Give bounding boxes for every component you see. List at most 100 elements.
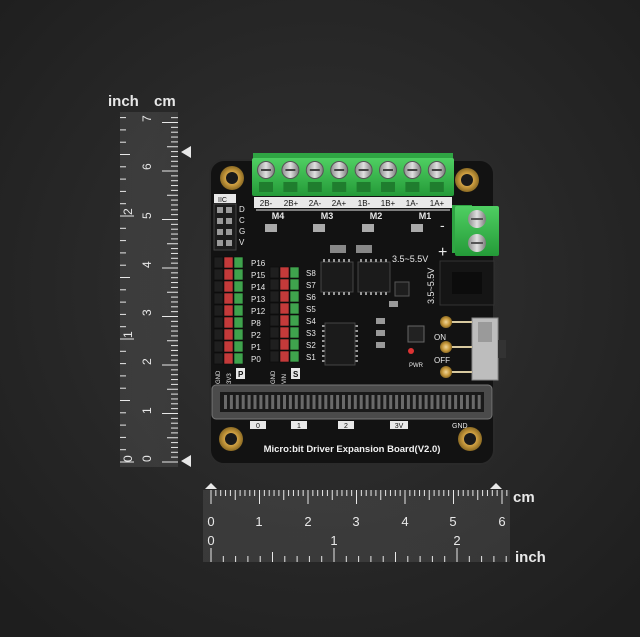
edge-slot [330, 395, 334, 409]
header-pin [213, 292, 224, 305]
chip-leg [355, 355, 358, 357]
header-pin [213, 256, 224, 269]
power-terminal: - + [438, 205, 499, 261]
edge-slot [401, 395, 404, 409]
header-pin [279, 338, 290, 351]
edge-slot [235, 395, 239, 409]
chip-leg [348, 259, 350, 262]
iic-pin-d: D [239, 205, 245, 214]
edge-pad-3v: 3V [395, 423, 404, 430]
edge-slot [412, 395, 416, 409]
header-pin [233, 268, 244, 281]
header-pin [269, 290, 280, 303]
chip-leg [365, 292, 367, 295]
edge-slot [424, 395, 428, 409]
header-pin [279, 326, 290, 339]
header-pin [213, 328, 224, 341]
chip-leg [338, 259, 340, 262]
vertical-cm-tick-2: 2 [140, 358, 154, 365]
header-pin [279, 266, 290, 279]
chip-leg [322, 340, 325, 342]
header-pin [223, 292, 234, 305]
edge-slot [247, 395, 251, 409]
edge-slot [436, 395, 440, 409]
iic-header: IIC D C G V [213, 194, 245, 251]
chip-leg [323, 259, 325, 262]
header-pin [289, 290, 300, 303]
header-pin [233, 352, 244, 365]
iic-label: IIC [218, 197, 227, 204]
s-pin-2: S2 [306, 341, 316, 350]
chip-leg [322, 330, 325, 332]
edge-slot [383, 395, 387, 409]
chip-leg [370, 259, 372, 262]
edge-slot [241, 395, 245, 409]
vertical-cm-tick-0: 0 [140, 455, 154, 462]
header-pin [223, 280, 234, 293]
edge-slot [454, 395, 458, 409]
iic-pin [226, 207, 232, 213]
horizontal-ruler: cm inch 0 1 2 3 4 5 6 0 1 2 [203, 483, 546, 566]
motor-group-m1: M1 [419, 211, 432, 221]
p-header: P16 P15 P14 P13 P12 P8 P2 P1 P0 GND 3V3 … [213, 256, 266, 384]
iic-pin [226, 229, 232, 235]
s-pin-4: S4 [306, 317, 316, 326]
chip-leg [355, 350, 358, 352]
pwr-label: PWR [409, 363, 424, 369]
header-pin [279, 290, 290, 303]
edge-slot [448, 395, 452, 409]
header-pin [269, 314, 280, 327]
header-pin [213, 268, 224, 281]
chip-leg [322, 335, 325, 337]
p-pin-1: P1 [251, 343, 261, 352]
edge-slot [312, 395, 316, 409]
vertical-cm-tick-5: 5 [140, 212, 154, 219]
header-pin [233, 340, 244, 353]
barrel-jack [439, 260, 495, 306]
switch-off-label: OFF [434, 356, 450, 365]
chip-leg [322, 355, 325, 357]
p-pin-16: P16 [251, 259, 266, 268]
terminal-wire-hole [356, 182, 371, 192]
header-pin [223, 328, 234, 341]
s-pin-7: S7 [306, 281, 316, 290]
switch-on-label: ON [434, 333, 446, 342]
power-switch[interactable]: ON OFF [434, 316, 506, 381]
iic-pin [217, 218, 223, 224]
chip-leg [322, 360, 325, 362]
edge-slot [253, 395, 257, 409]
motor-group-m3: M3 [321, 211, 334, 221]
edge-slot [389, 395, 393, 409]
motor-group-m4: M4 [272, 211, 285, 221]
edge-slot [365, 395, 369, 409]
horizontal-inch-tick-0: 0 [207, 533, 214, 548]
horizontal-cm-tick-3: 3 [352, 514, 359, 529]
chip-leg [348, 292, 350, 295]
vertical-cm-tick-3: 3 [140, 309, 154, 316]
horizontal-cm-tick-4: 4 [401, 514, 408, 529]
expansion-board: 2B- 2B+ 2A- 2A+ 1B- 1B+ 1A- 1A+ M4 M3 M2… [209, 153, 506, 465]
vertical-cm-tick-7: 7 [140, 115, 154, 122]
chip-leg [370, 292, 372, 295]
header-pin [279, 302, 290, 315]
chip-leg [385, 259, 387, 262]
iic-pin-v: V [239, 238, 245, 247]
iic-pin-c: C [239, 216, 245, 225]
header-pin [223, 268, 234, 281]
edge-slot [265, 395, 269, 409]
minus-sign: - [440, 217, 445, 233]
horizontal-cm-tick-6: 6 [498, 514, 505, 529]
p-3v3-label: 3V3 [227, 373, 233, 384]
chip-leg [322, 345, 325, 347]
chip-leg [385, 292, 387, 295]
p-pin-12: P12 [251, 307, 266, 316]
header-pin [269, 278, 280, 291]
chip-leg [323, 292, 325, 295]
header-pin [213, 304, 224, 317]
chip-leg [380, 259, 382, 262]
header-pin [223, 340, 234, 353]
chip-leg [375, 292, 377, 295]
header-pin [269, 326, 280, 339]
motor-pin-3: 2A+ [332, 199, 347, 208]
